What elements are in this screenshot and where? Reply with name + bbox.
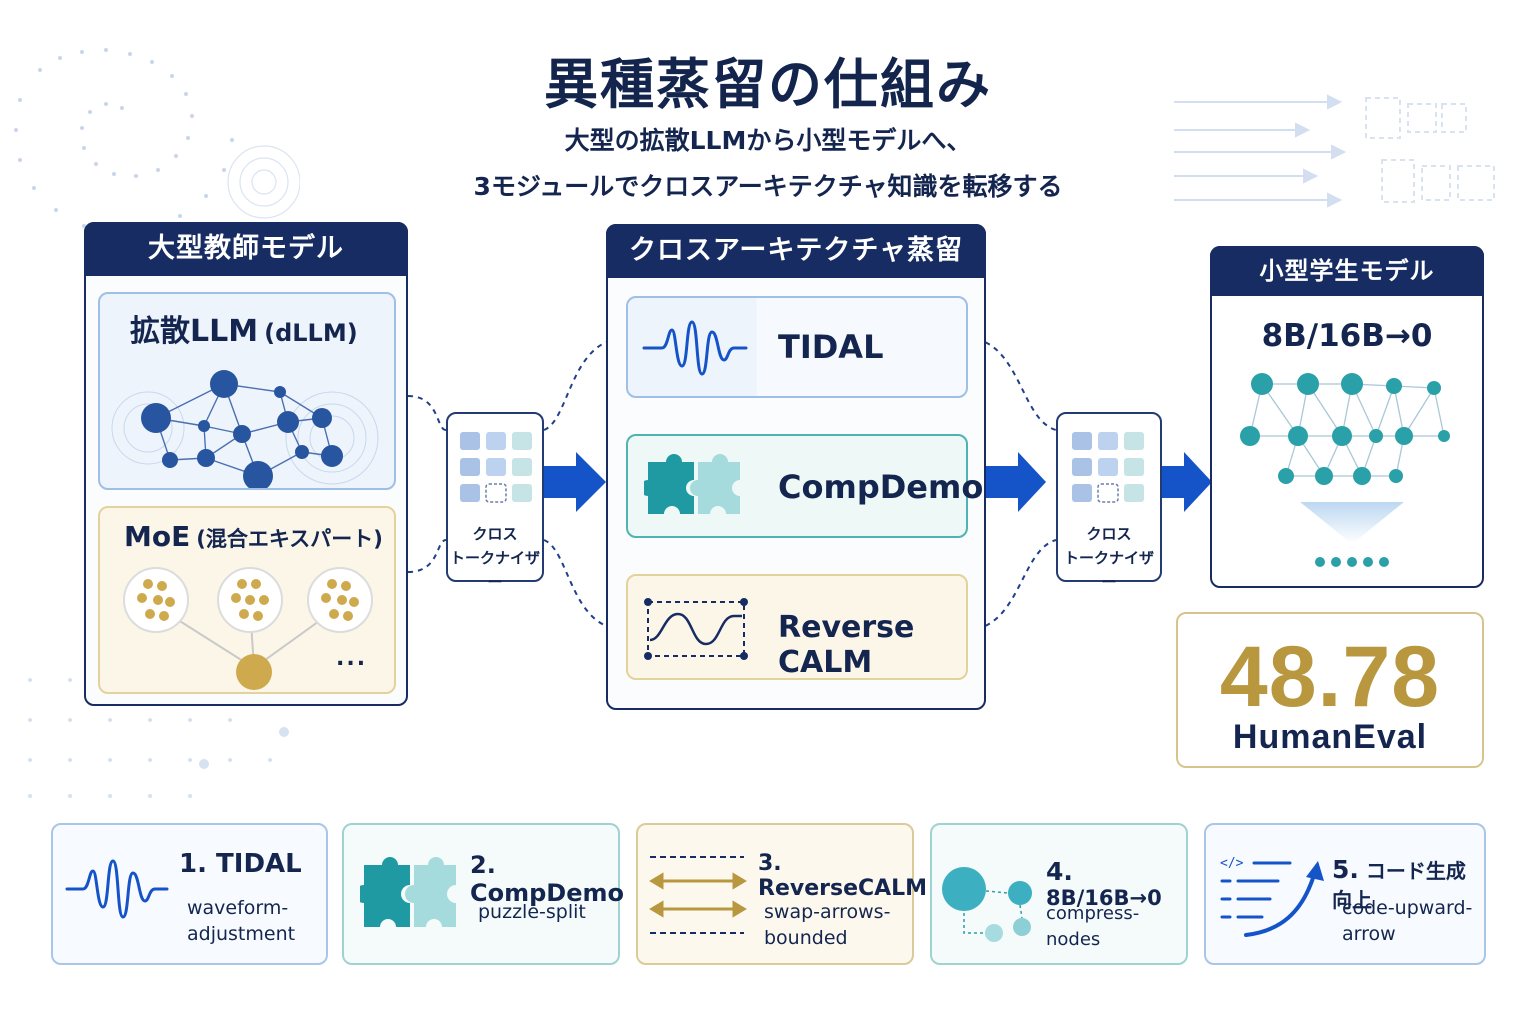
module-compdemo-label: CompDemo [778,468,984,506]
humaneval-score-card: 48.78 HumanEval [1176,612,1484,768]
module-reverse-calm-label: Reverse CALM [778,610,915,680]
legend-compress-desc-line1: compress-nodes [1046,903,1140,950]
svg-text:</>: </> [1220,856,1244,871]
legend-codegen-desc-line2: arrow [1342,923,1396,945]
legend-card-reversecalm: 3. ReverseCALM swap-arrows- bounded [636,823,927,965]
legend-reversecalm-name: ReverseCALM [758,876,928,901]
moe-title-main: MoE [124,520,191,553]
distillation-panel-header: クロスアーキテクチャ蒸留 [606,224,986,278]
legend-reversecalm-desc-line2: bounded [764,927,848,949]
moe-card: MoE(混合エキスパート) ... [98,506,396,694]
cross-tokenizer-right-line2: トークナイザー [1063,549,1154,591]
legend-tidal-title: 1. TIDAL [179,849,302,879]
legend-reversecalm-title: 3. ReverseCALM [758,851,927,901]
swap-arrows-icon [649,856,747,934]
legend-compress-name: 8B/16B→0 [1046,886,1162,910]
cross-tokenizer-left-line1: クロス [472,525,518,543]
page-subtitle: 大型の拡散LLMから小型モデルへ、 3モジュールでクロスアーキテクチャ知識を転移… [0,118,1536,210]
dllm-title-suffix: (dLLM) [264,319,358,347]
dllm-title: 拡散LLM(dLLM) [130,306,358,350]
legend-compdemo-number: 2. [470,851,496,879]
moe-title-suffix: (混合エキスパート) [196,527,383,551]
legend-codegen-desc: code-upward- arrow [1342,895,1472,947]
humaneval-score-label: HumanEval [1232,718,1428,756]
cross-tokenizer-left: クロス トークナイザー [446,412,544,591]
student-panel: 小型学生モデル 8B/16B→0 [1210,246,1484,588]
legend-reversecalm-desc: swap-arrows- bounded [764,899,890,951]
humaneval-score-value: 48.78 [1219,629,1441,725]
cross-tokenizer-right-label: クロス トークナイザー [1058,522,1160,594]
dllm-title-main: 拡散LLM [130,314,259,349]
code-upward-arrow-icon: </> [1220,856,1324,937]
cross-tokenizer-right: クロス トークナイザー [1056,412,1162,591]
legend-compdemo-desc-line1: puzzle-split [478,901,586,923]
module-tidal-card: TIDAL [626,296,968,398]
legend-codegen-desc-line1: code-upward- [1342,897,1473,919]
moe-ellipsis: ... [336,646,368,671]
legend-reversecalm-number: 3. [758,851,782,876]
page-title: 異種蒸留の仕組み [544,53,992,116]
subtitle-line-2: 3モジュールでクロスアーキテクチャ知識を転移する [473,172,1063,201]
legend-card-compdemo: 2. CompDemo puzzle-split [342,823,624,965]
puzzle-icon [644,454,740,514]
cross-tokenizer-left-label: クロス トークナイザー [448,522,542,594]
legend-tidal-name: TIDAL [216,849,302,879]
legend-compdemo-desc: puzzle-split [478,899,586,925]
cross-tokenizer-left-line2: トークナイザー [449,549,540,591]
legend-tidal-desc-line1: waveform- [187,897,289,919]
legend-codegen-number: 5. [1332,855,1359,884]
legend-tidal-desc-line2: adjustment [187,923,296,945]
legend-compress-desc: compress-nodes [1046,901,1186,953]
puzzle-icon [360,857,456,927]
moe-title: MoE(混合エキスパート) [124,520,383,553]
dllm-card: 拡散LLM(dLLM) [98,292,396,490]
compressed-network-icon [1240,373,1450,567]
legend-compress-number: 4. [1046,857,1073,886]
teacher-panel: 大型教師モデル 拡散LLM(dLLM) [84,222,408,706]
module-tidal-label: TIDAL [778,328,884,366]
teacher-panel-header: 大型教師モデル [84,222,408,276]
legend-reversecalm-desc-line1: swap-arrows- [764,901,891,923]
cross-tokenizer-right-line1: クロス [1086,525,1132,543]
legend-codegen-title: 5. コード生成向上 [1332,855,1484,913]
student-size-code: 8B/16B→0 [1261,318,1433,354]
legend-card-codegen: </> 5. コード生成向上 code-upward- arrow [1204,823,1486,965]
subtitle-line-1: 大型の拡散LLMから小型モデルへ、 [564,126,972,155]
legend-codegen-name: コード生成向上 [1332,859,1466,912]
token-grid-icon [1072,432,1144,503]
neural-network-icon [111,370,379,488]
legend-compress-title: 4. 8B/16B→0 [1046,857,1186,910]
distillation-panel: クロスアーキテクチャ蒸留 TIDAL CompDemo Reverse CALM [606,224,986,710]
compress-nodes-icon [942,867,1032,942]
legend-compdemo-name: CompDemo [470,879,624,907]
bounded-wave-icon [644,598,748,660]
student-panel-header: 小型学生モデル [1210,246,1484,296]
legend-card-tidal: 1. TIDAL waveform- adjustment [51,823,328,965]
module-reverse-calm-card: Reverse CALM [626,574,968,680]
legend-card-compress: 4. 8B/16B→0 compress-nodes [930,823,1188,965]
legend-compdemo-title: 2. CompDemo [470,851,624,907]
waveform-icon [642,320,748,376]
module-compdemo-card: CompDemo [626,434,983,538]
token-grid-icon [460,432,532,503]
waveform-icon [65,859,169,919]
legend-tidal-number: 1. [179,849,207,879]
legend-tidal-desc: waveform- adjustment [187,895,295,947]
